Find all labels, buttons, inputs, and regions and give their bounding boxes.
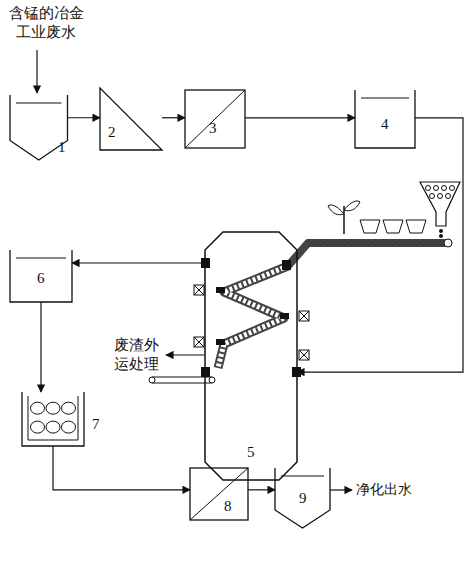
feed-conveyor: [288, 239, 452, 266]
filter-tank: 8: [190, 468, 248, 520]
valve-symbols: [194, 285, 309, 360]
plant-icon: [328, 201, 360, 234]
settling-tank: 1: [10, 95, 68, 160]
tank-outline: [190, 468, 248, 520]
tank-outline: [100, 88, 162, 150]
flow-arrow: [297, 118, 463, 372]
callout-number: 2: [108, 124, 116, 140]
flow-arrow: [72, 262, 205, 263]
hopper: [420, 182, 460, 238]
flow-arrow: [248, 489, 275, 490]
feed-bowls: [360, 220, 426, 233]
slag-arrow: [166, 354, 204, 355]
collection-tank: 6: [10, 250, 72, 302]
outflow-label: 净化出水: [356, 480, 436, 499]
callout-number: 9: [299, 490, 307, 506]
clear-water-tank: 9: [275, 468, 330, 528]
adsorption-tank: 7: [22, 392, 84, 446]
inflow-arrow: [36, 50, 37, 93]
tank-outline: [185, 90, 245, 148]
callout-number: 1: [58, 139, 66, 155]
reactor-ports: [201, 258, 301, 377]
callout-number: 4: [381, 116, 389, 132]
flow-arrow: [162, 117, 185, 118]
outflow-arrow: [330, 489, 352, 490]
chain-belt: [218, 266, 288, 368]
callout-number: 3: [209, 120, 217, 136]
reactor-vessel: 5: [205, 232, 297, 480]
flow-arrow: [53, 446, 190, 490]
regulating-tank: 2: [100, 88, 162, 150]
storage-tank: 4: [355, 90, 415, 148]
callout-number: 5: [247, 444, 255, 460]
tank-outline: [205, 232, 297, 480]
tank-outline: [22, 392, 84, 446]
callout-number: 6: [37, 270, 45, 286]
callout-number: 8: [224, 498, 232, 514]
slag-label: 废渣外运处理: [112, 336, 160, 374]
inflow-label: 含锰的冶金工业废水: [8, 4, 84, 42]
filter-tank: 3: [185, 90, 245, 148]
flow-arrow: [40, 302, 41, 392]
flow-arrow: [68, 117, 101, 118]
flow-arrow: [245, 117, 355, 118]
callout-number: 7: [92, 416, 100, 432]
